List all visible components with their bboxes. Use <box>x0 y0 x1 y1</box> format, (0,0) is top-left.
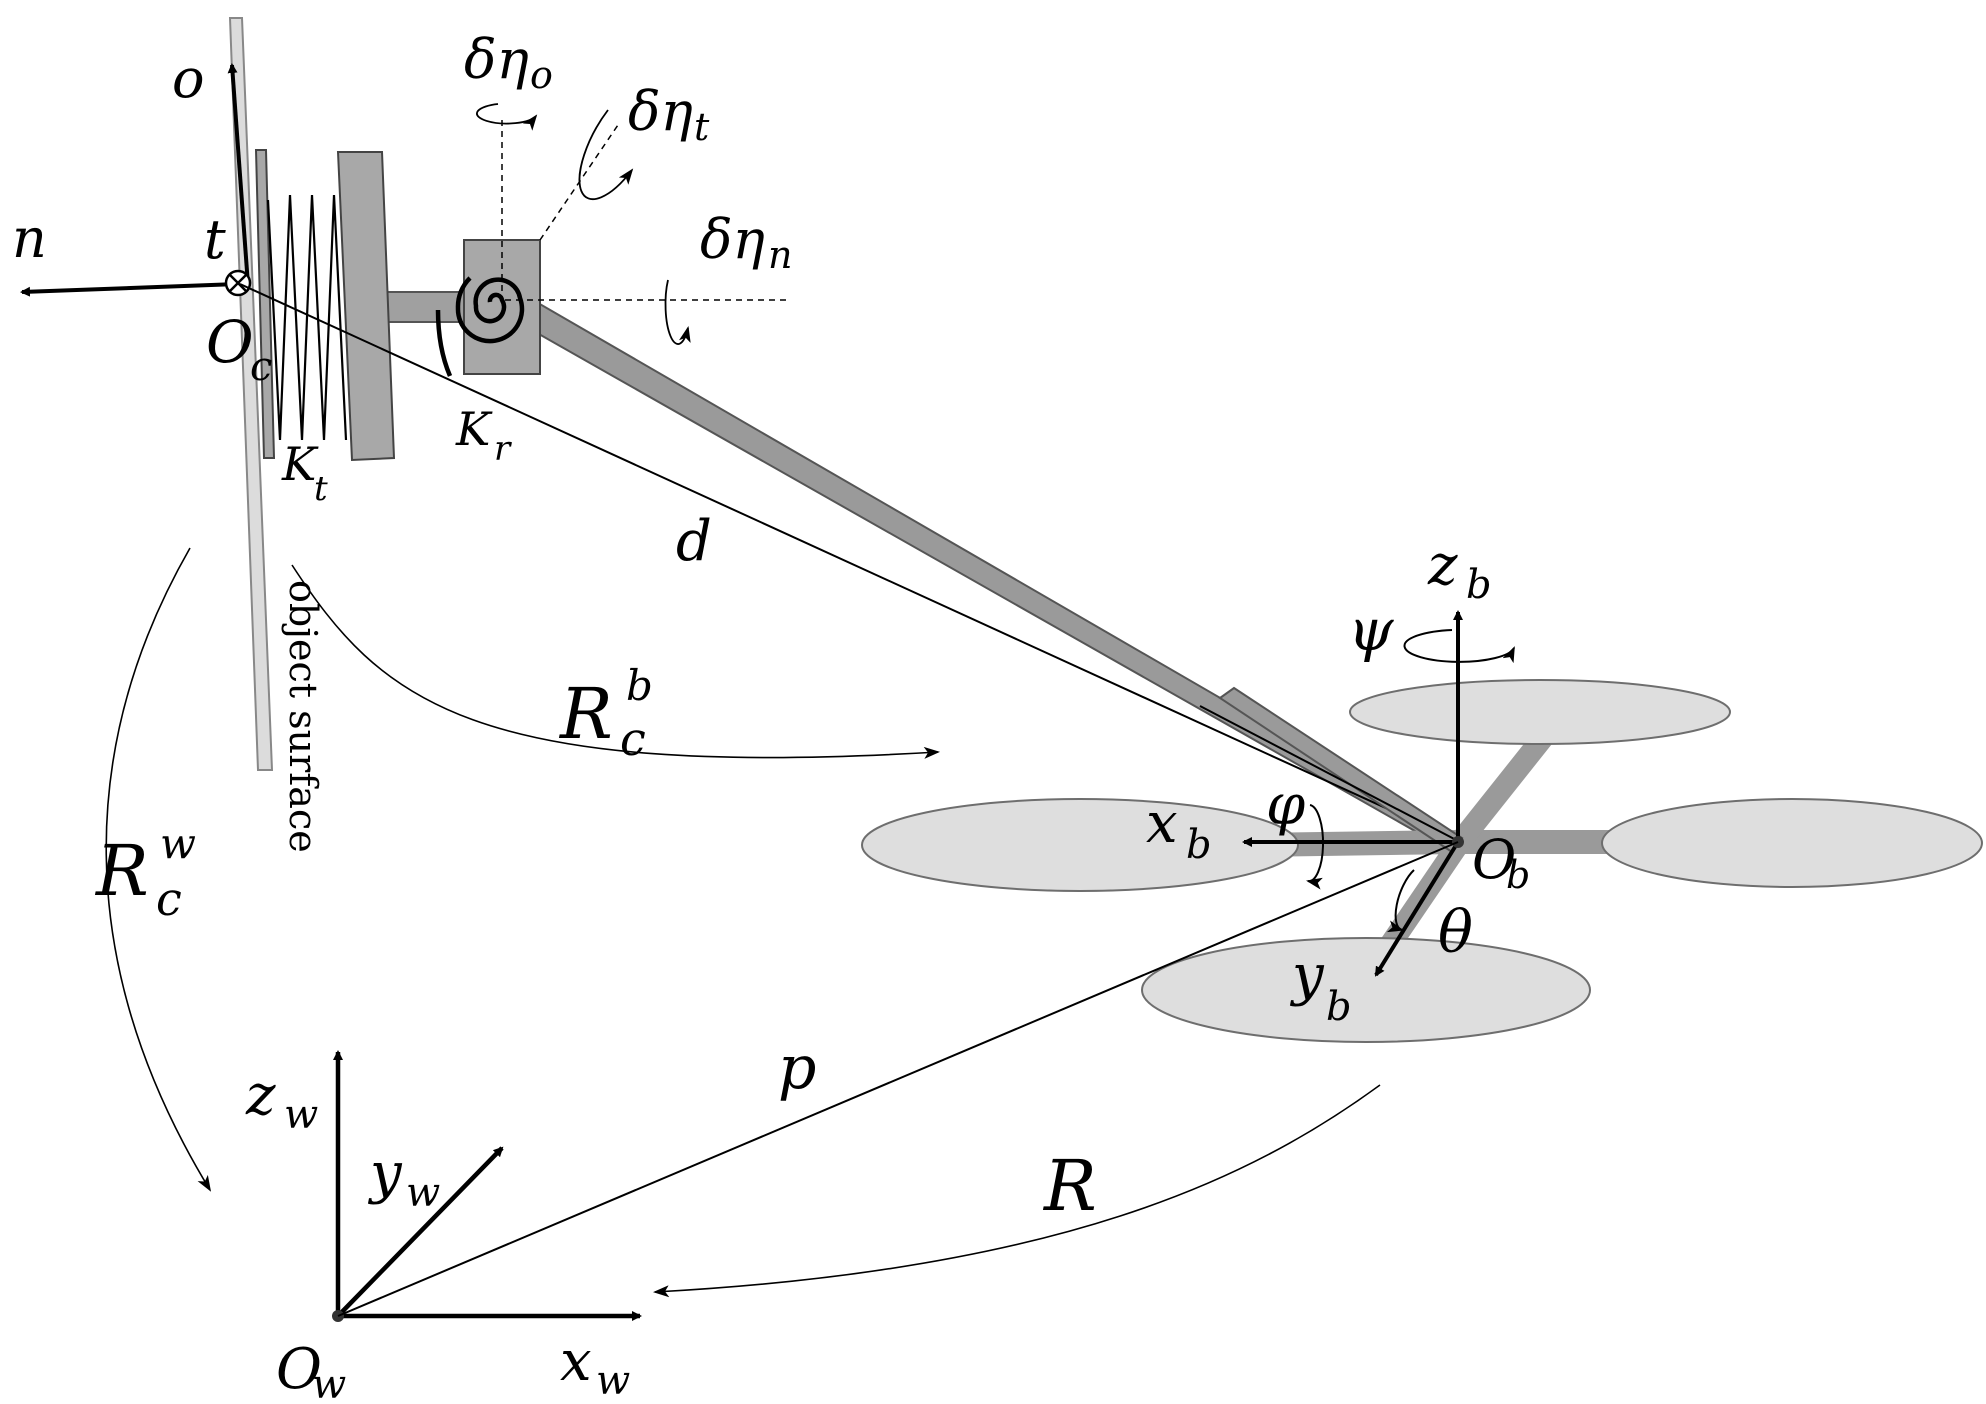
label-p: p <box>778 1033 816 1103</box>
curve-R_cb <box>291 564 940 759</box>
label-O_c-sub: c <box>250 344 272 390</box>
rotation-arrow-theta <box>1386 869 1415 933</box>
rotor-back <box>1349 679 1731 745</box>
label-x_b-sub: b <box>1186 822 1212 868</box>
label-O_b-sub: b <box>1506 853 1530 897</box>
label-z_b-sub: b <box>1466 562 1492 608</box>
label-R_cb-sup: b <box>626 661 653 710</box>
axis-n-arrow <box>20 282 239 297</box>
label-psi: ψ <box>1348 596 1394 664</box>
axis-o-arrow <box>227 63 250 286</box>
label-z_w-sub: w <box>284 1092 318 1138</box>
rod-stub <box>384 291 476 323</box>
label-R_cw-sub: c <box>156 872 182 926</box>
label-object-surface: object surface <box>281 580 325 853</box>
rotation-arrow-phi <box>1306 804 1325 890</box>
label-y_b: y <box>1289 943 1325 1008</box>
vector-p <box>337 841 1459 1317</box>
label-z_w: z <box>245 1063 276 1128</box>
label-K_r-sub: r <box>494 429 512 469</box>
label-deta-t: δη <box>628 80 693 143</box>
label-deta-o-sub: o <box>530 53 553 97</box>
rotor-front <box>1141 937 1591 1043</box>
label-O_w-sub: w <box>312 1362 346 1404</box>
rotation-arrow-n <box>664 279 691 345</box>
axis-yb-arrow <box>1374 840 1460 977</box>
axis-yw-arrow <box>336 1146 504 1318</box>
label-t: t <box>204 208 226 271</box>
vector-d <box>239 283 1461 843</box>
label-R: R <box>1042 1145 1097 1227</box>
label-O_c: O <box>206 308 254 376</box>
label-x_w-sub: w <box>596 1358 630 1404</box>
label-K_r: K <box>455 402 493 456</box>
label-R_cw: R <box>94 830 149 912</box>
label-K_t-sub: t <box>314 469 328 509</box>
arm-back <box>1451 728 1554 849</box>
label-x_w: x <box>560 1329 592 1394</box>
rotation-arrow-o <box>476 103 538 131</box>
label-deta-t-sub: t <box>694 105 710 149</box>
label-o: o <box>172 47 205 110</box>
label-phi: φ <box>1266 773 1305 838</box>
label-y_w-sub: w <box>406 1170 440 1216</box>
label-R_cb-sub: c <box>620 712 646 766</box>
rotor-right <box>1601 798 1983 888</box>
label-deta-n-sub: n <box>768 233 792 277</box>
label-R_cb: R <box>558 673 613 755</box>
curve-R <box>653 1084 1381 1298</box>
translational-spring <box>266 194 348 441</box>
label-deta-n: δη <box>700 208 765 271</box>
torsional-spiral-tail <box>435 309 453 377</box>
spring-back-plate <box>254 149 276 459</box>
label-deta-o: δη <box>464 28 529 91</box>
label-R_cw-sup: w <box>160 819 196 868</box>
rotor-left <box>861 798 1299 892</box>
label-z_b: z <box>1427 533 1458 598</box>
rotation-arrow-psi <box>1403 629 1515 664</box>
label-y_b-sub: b <box>1326 984 1352 1030</box>
curve-R_cw <box>105 547 212 1192</box>
spring-front-plate <box>336 151 396 462</box>
label-n: n <box>12 207 47 270</box>
label-y_w: y <box>367 1141 403 1206</box>
vector-d-tip <box>1199 705 1461 843</box>
axis-t-cross-b <box>229 274 247 292</box>
label-theta: θ <box>1438 898 1473 966</box>
label-O_b: O <box>1472 828 1516 891</box>
label-K_t: K <box>281 437 319 491</box>
label-O_w: O <box>276 1337 322 1402</box>
label-d: d <box>676 509 712 574</box>
rotation-arrow-t <box>578 109 634 201</box>
label-x_b: x <box>1146 791 1178 856</box>
